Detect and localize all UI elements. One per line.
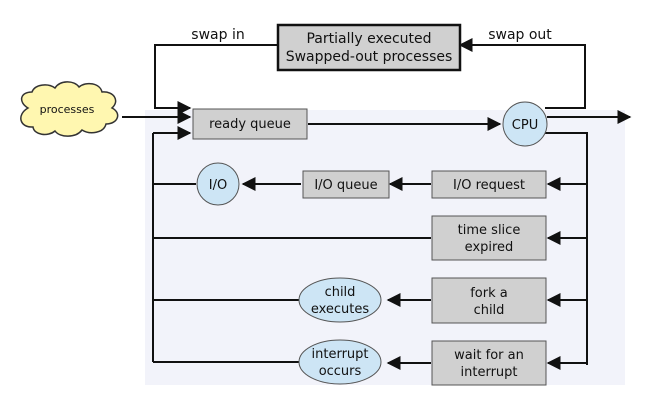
io-label: I/O — [209, 178, 227, 193]
interrupt-occurs-line-1: interrupt — [312, 347, 369, 362]
cpu-label: CPU — [512, 118, 538, 133]
background-panel — [145, 110, 625, 385]
ready-queue-box: ready queue — [192, 108, 308, 140]
io-queue-box: I/O queue — [302, 170, 390, 199]
wait-line-1: wait for an — [454, 348, 524, 363]
connectors — [122, 38, 632, 370]
swapped-out-line-2: Swapped-out processes — [286, 49, 453, 65]
time-slice-line-1: time slice — [458, 223, 521, 238]
fork-child-box: fork a child — [431, 277, 547, 324]
interrupt-occurs-node: interrupt occurs — [298, 339, 382, 385]
processes-label: processes — [40, 103, 95, 116]
swap-in-label: swap in — [191, 27, 244, 43]
child-executes-node: child executes — [298, 277, 382, 323]
cpu-to-bus-line — [540, 132, 588, 365]
io-request-label: I/O request — [453, 178, 525, 193]
swap-in-arrow — [154, 44, 278, 115]
fork-line-2: child — [474, 303, 505, 318]
child-executes-line-1: child — [325, 285, 356, 300]
fork-line-1: fork a — [470, 286, 508, 301]
interrupt-occurs-line-2: occurs — [319, 364, 362, 379]
swapped-out-box: Partially executed Swapped-out processes — [276, 23, 462, 72]
time-slice-line-2: expired — [465, 240, 514, 255]
processes-cloud: processes — [20, 81, 119, 137]
wait-interrupt-box: wait for an interrupt — [431, 340, 547, 386]
swap-out-arrow — [458, 38, 586, 109]
swap-out-label: swap out — [488, 27, 552, 43]
io-request-box: I/O request — [431, 170, 547, 199]
io-node: I/O — [196, 162, 240, 206]
time-slice-box: time slice expired — [431, 215, 547, 261]
child-executes-line-2: executes — [311, 302, 370, 317]
cpu-node: CPU — [502, 101, 548, 147]
ready-queue-label: ready queue — [209, 117, 291, 132]
io-queue-label: I/O queue — [314, 178, 377, 193]
wait-line-2: interrupt — [461, 365, 518, 380]
swapped-out-line-1: Partially executed — [306, 31, 431, 47]
